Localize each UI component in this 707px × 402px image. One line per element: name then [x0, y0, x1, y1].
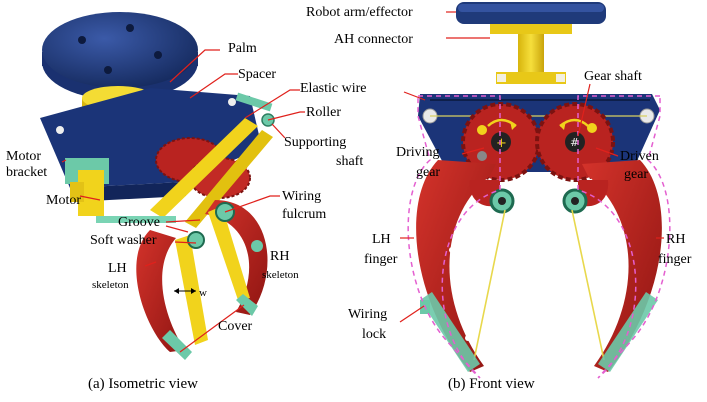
front-view: + # — [306, 2, 692, 392]
label-spacer: Spacer — [238, 67, 276, 82]
label-ah-connector: AH connector — [334, 32, 413, 47]
robot-arm-plate — [456, 2, 606, 24]
label-rh-finger-1: RH — [666, 232, 685, 247]
dashed-outlines — [407, 95, 671, 379]
label-wiring-fulcrum-1: Wiring — [282, 189, 321, 204]
label-groove: Groove — [118, 215, 160, 230]
label-wiring-lock-1: Wiring — [348, 307, 387, 322]
label-lh-finger-1: LH — [372, 232, 391, 247]
motor-assembly — [65, 158, 109, 216]
label-elastic-wire: Elastic wire — [300, 81, 366, 96]
label-rh-skeleton-1: RH — [270, 249, 289, 264]
label-driving-gear-2: gear — [416, 165, 440, 180]
label-motor: Motor — [46, 193, 81, 208]
label-wiring-lock-2: lock — [362, 327, 386, 342]
label-lh-skeleton-2: skeleton — [92, 279, 129, 291]
svg-text:+: + — [496, 136, 507, 151]
label-driven-gear-1: Driven — [620, 149, 659, 164]
label-robot-arm: Robot arm/effector — [306, 5, 413, 20]
label-lh-skeleton-1: LH — [108, 261, 127, 276]
label-supporting-shaft-1: Supporting — [284, 135, 346, 150]
caption-front: (b) Front view — [448, 376, 535, 392]
label-roller: Roller — [306, 105, 341, 120]
yellow-links — [96, 92, 275, 228]
label-cover: Cover — [218, 319, 253, 334]
isometric-view: Palm Spacer Elastic wire Roller Supporti… — [6, 12, 366, 392]
label-soft-washer: Soft washer — [90, 233, 157, 248]
leaders-isometric — [61, 49, 305, 353]
label-gear-shaft: Gear shaft — [584, 69, 642, 84]
label-width-w: w — [199, 287, 207, 299]
label-motor-bracket-1: Motor — [6, 149, 41, 164]
label-wiring-fulcrum-2: fulcrum — [282, 207, 326, 222]
palm-disc — [42, 12, 198, 100]
label-driven-gear-2: gear — [624, 167, 648, 182]
gears-front: + # — [461, 102, 615, 182]
label-supporting-shaft-2: shaft — [336, 154, 363, 169]
label-palm: Palm — [228, 41, 257, 56]
leaders-front — [399, 11, 664, 323]
ah-connector — [490, 24, 572, 84]
caption-isometric: (a) Isometric view — [88, 376, 198, 392]
label-rh-finger-2: finger — [658, 252, 692, 267]
label-driving-gear-1: Driving — [396, 145, 440, 160]
label-motor-bracket-2: bracket — [6, 165, 47, 180]
label-lh-finger-2: finger — [364, 252, 398, 267]
label-rh-skeleton-2: skeleton — [262, 269, 299, 281]
svg-text:#: # — [570, 136, 579, 149]
